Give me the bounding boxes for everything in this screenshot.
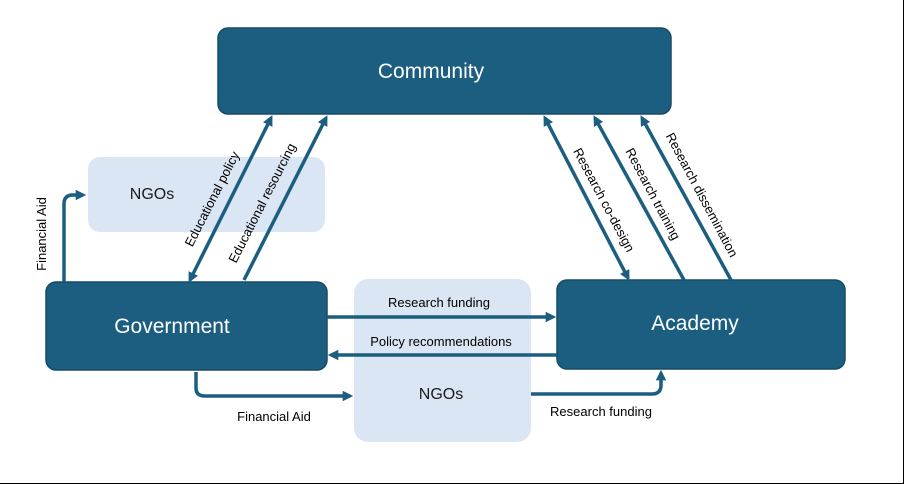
research-co-design-arrow [543,115,630,281]
research-dissemination-label: Research dissemination [663,130,741,260]
community-label: Community [378,60,485,83]
community-node[interactable] [217,27,672,115]
financial-aid-left-arrow [62,189,87,282]
ngos-bottom-label: NGOs [419,386,463,403]
government-label: Government [114,315,230,338]
financial-aid-bottom-arrow [194,372,354,402]
educational-resourcing-arrow [242,115,328,281]
research-funding-top-label: Research funding [388,295,490,310]
academy-node[interactable] [556,279,846,370]
financial-aid-bottom-label: Financial Aid [237,409,311,424]
academy-label: Academy [651,312,739,335]
research-training-label: Research training [622,145,683,242]
government-node[interactable] [45,281,328,371]
financial-aid-left-label: Financial Aid [34,197,49,271]
policy-recommendations-label: Policy recommendations [370,334,512,349]
ngos-bottom-box [354,279,531,442]
research-funding-bottom-arrow [531,369,667,396]
research-training-arrow [593,115,686,281]
educational-policy-arrow [188,115,273,283]
ngos-top-label: NGOs [130,186,174,203]
research-dissemination-arrow [640,115,733,281]
research-funding-bottom-label: Research funding [550,404,652,419]
